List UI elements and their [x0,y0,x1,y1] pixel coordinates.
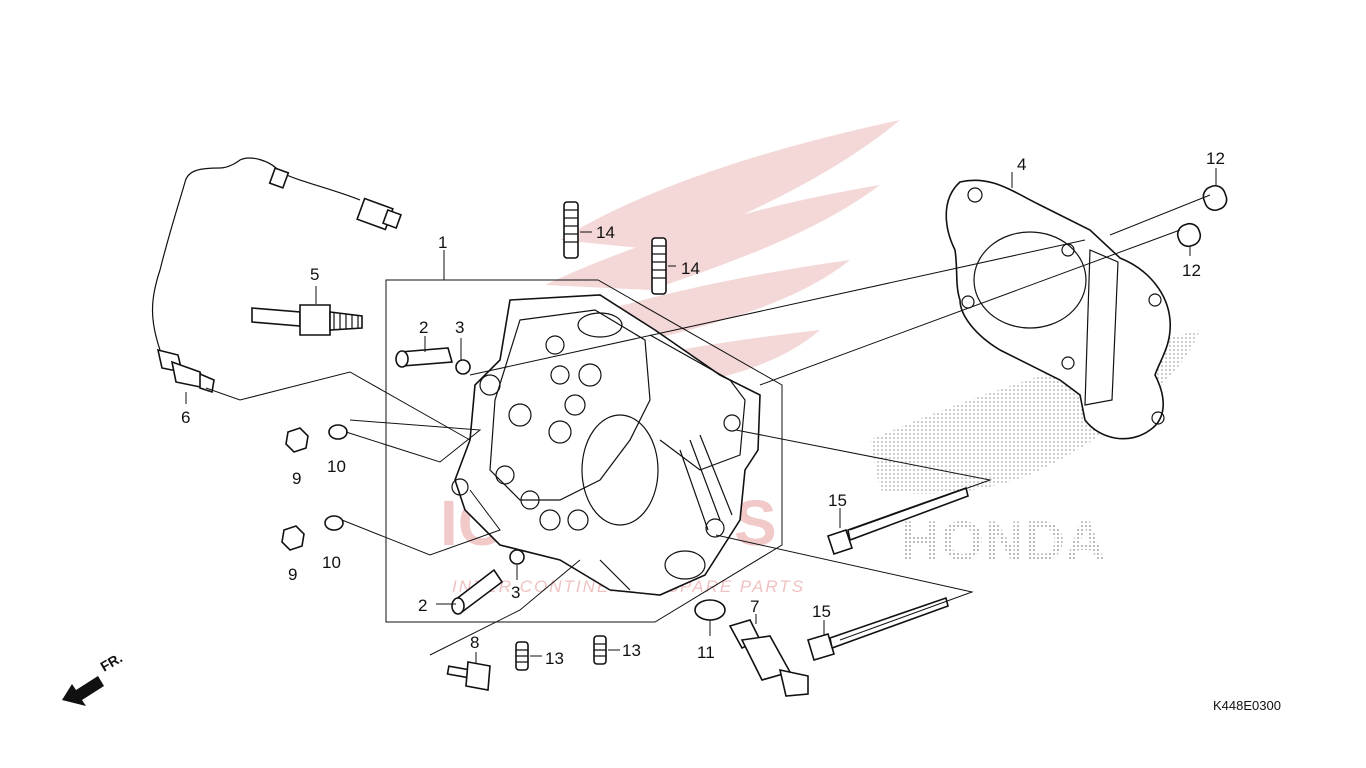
front-label: FR. [98,649,126,674]
stud-short-left [515,641,529,671]
stud-short-right [593,635,607,665]
watermark-honda: HONDA [900,509,1105,572]
callout-11: 11 [697,643,715,662]
callout-3-lower: 3 [511,583,520,602]
valve-guide-clip-upper [455,359,471,375]
stud-bolt-right [651,237,667,295]
callout-12-lower: 12 [1182,261,1201,280]
callout-14-right: 14 [681,259,700,278]
callout-7: 7 [750,597,759,616]
oxygen-sensor [151,157,402,394]
assembly-box [385,279,783,623]
washer-lower [324,515,344,531]
cylinder-head [451,294,761,596]
flange-bolt [446,661,491,691]
cap-nut-upper [285,427,309,453]
callout-2-lower: 2 [418,596,427,615]
callout-9-upper: 9 [292,469,301,488]
callouts: 1 2 2 3 3 4 5 6 7 8 9 9 10 10 11 12 12 1… [181,149,1225,668]
callout-2-upper: 2 [419,318,428,337]
cap-nut-lower [281,525,305,551]
diagram-code: K448E0300 [1213,698,1281,713]
callout-6: 6 [181,408,190,427]
valve-guide-upper [395,347,454,368]
callout-1: 1 [438,233,447,252]
valve-guide-clip-lower [509,549,525,565]
dowel-pin-lower [1176,222,1202,248]
sealing-washer [694,599,726,621]
callout-9-lower: 9 [288,565,297,584]
callout-15-upper: 15 [828,491,847,510]
callout-4: 4 [1017,155,1026,174]
callout-15-lower: 15 [812,602,831,621]
callout-8: 8 [470,633,479,652]
callout-10-upper: 10 [327,457,346,476]
long-bolt-lower [807,596,949,661]
front-arrow-icon [62,676,104,706]
leader-lines [185,168,1217,664]
callout-3-upper: 3 [455,318,464,337]
front-direction-indicator: FR. [62,649,125,706]
long-bolt-upper [826,486,969,556]
washer-upper [328,424,348,440]
valve-guide-lower [451,568,504,615]
callout-14-left: 14 [596,223,615,242]
callout-13-right: 13 [622,641,641,660]
callout-10-lower: 10 [322,553,341,572]
stud-bolt-left [563,201,579,259]
dowel-pin-upper [1202,184,1228,212]
spark-plug [251,304,363,336]
callout-13-left: 13 [545,649,564,668]
callout-5: 5 [310,265,319,284]
head-gasket [945,179,1171,440]
temperature-sensor [728,619,809,697]
callout-12-upper: 12 [1206,149,1225,168]
